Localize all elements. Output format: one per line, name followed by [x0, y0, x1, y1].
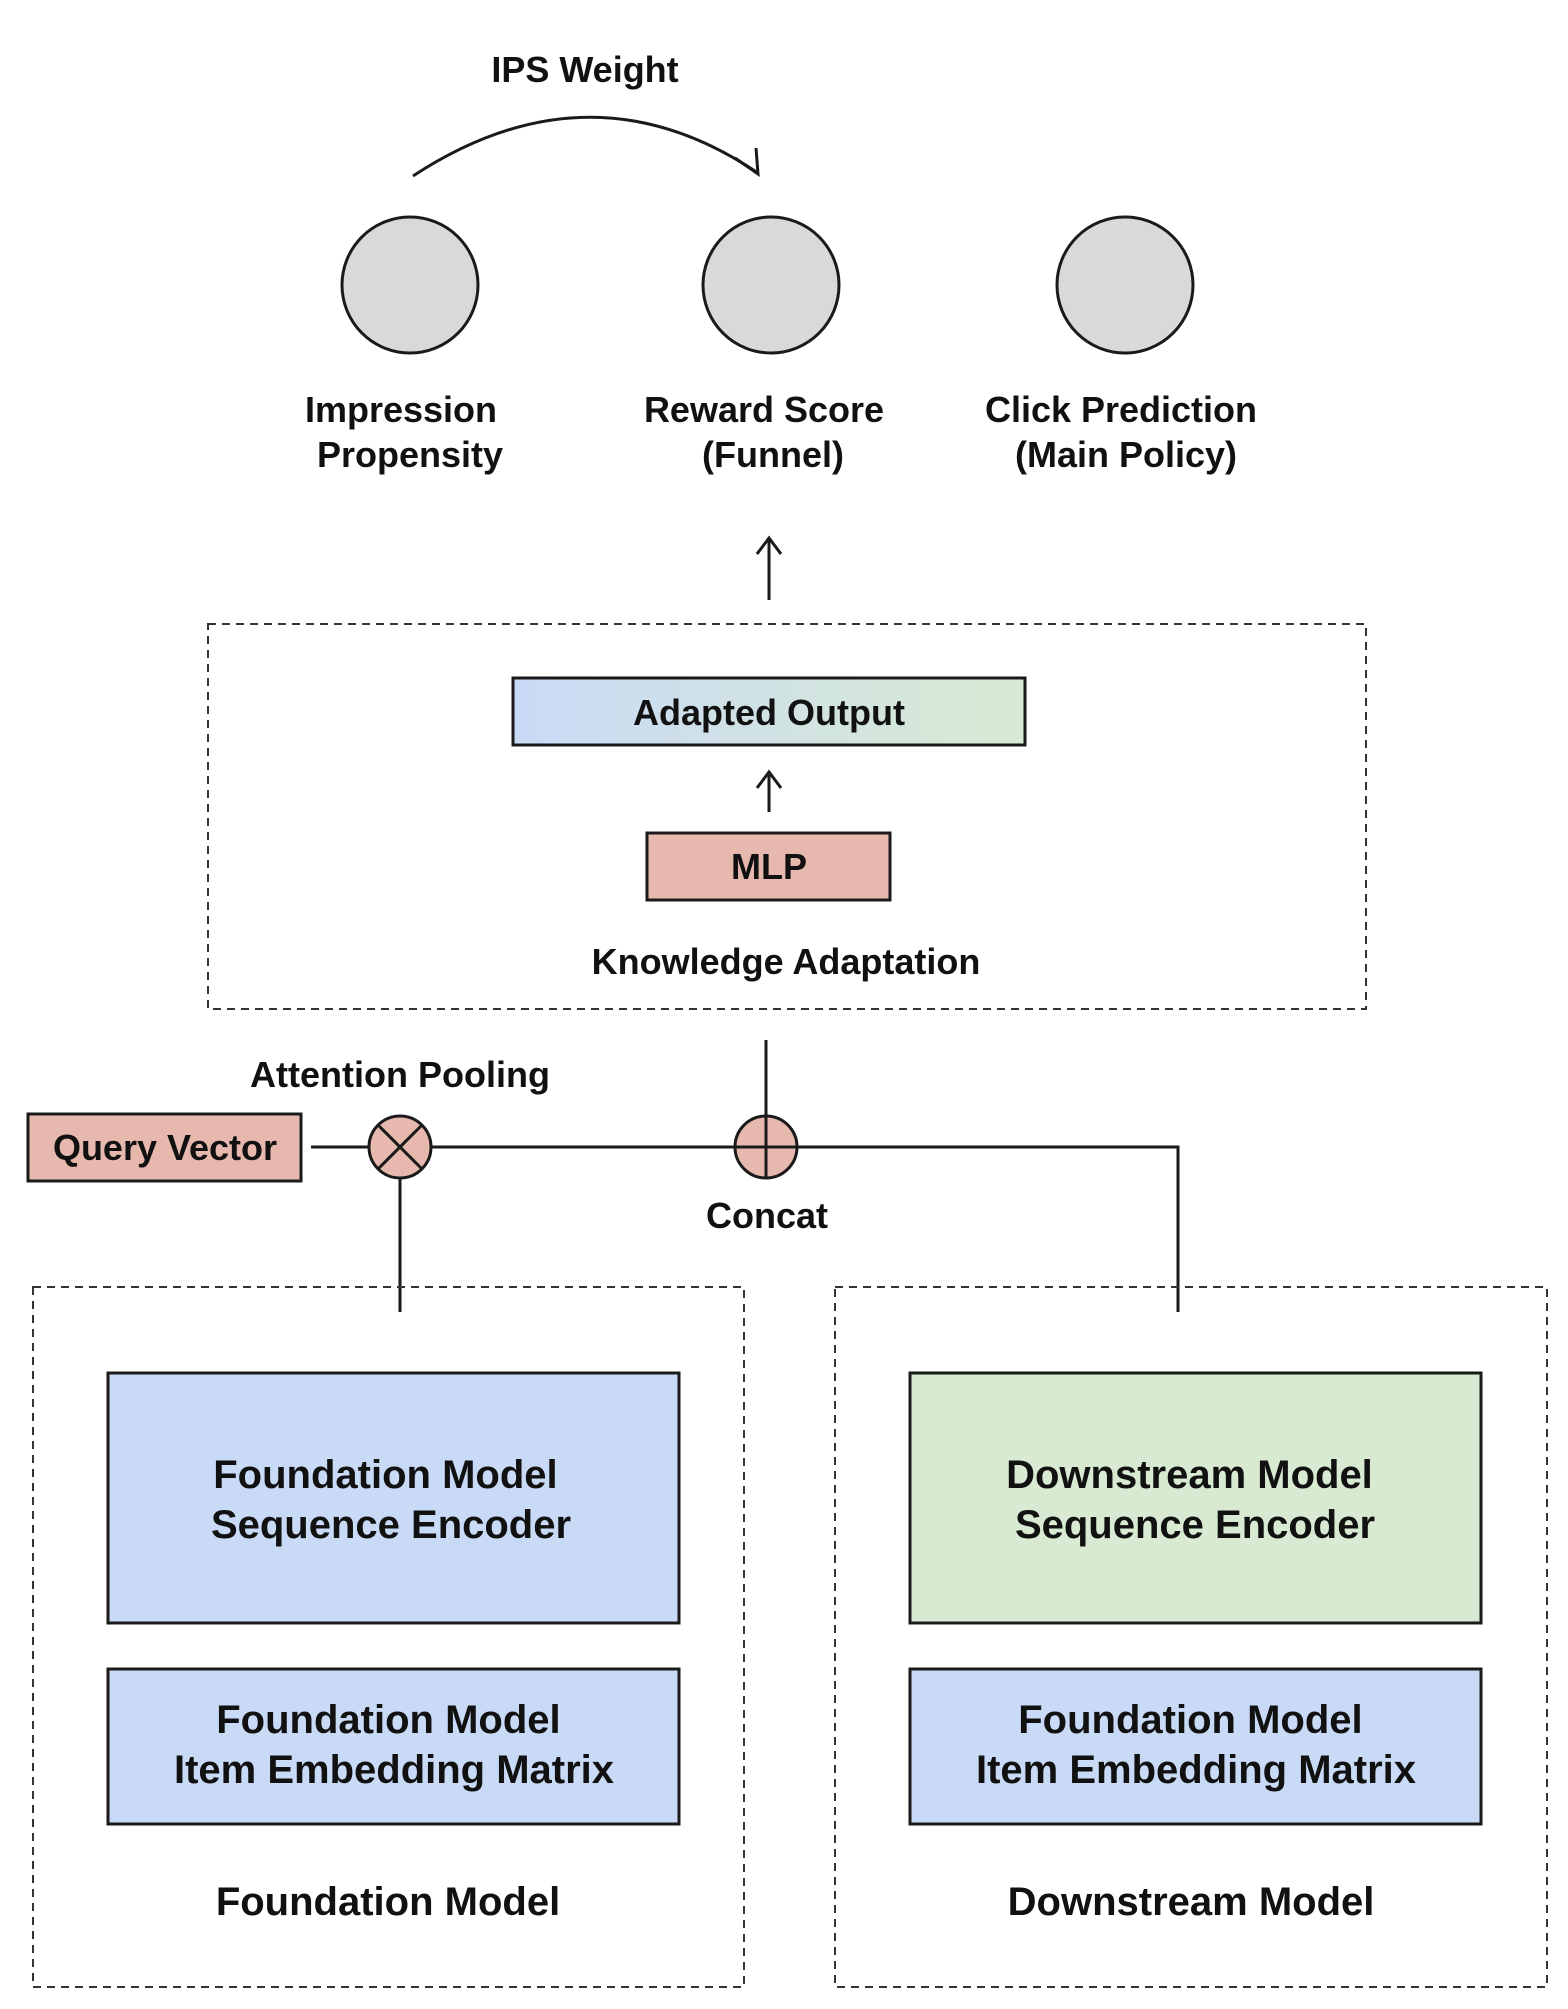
- foundation-sequence-encoder-box: [106, 1371, 681, 1625]
- foundation-item-embedding-box: [106, 1667, 681, 1826]
- foundation-item-embedding-label: Foundation Model Item Embedding Matrix: [174, 1698, 614, 1792]
- downstream-sequence-encoder-label: Downstream Model Sequence Encoder: [1006, 1453, 1384, 1547]
- downstream-to-concat-line: [797, 1145, 1180, 1312]
- ips-weight-arrowhead: [734, 147, 760, 178]
- adapted-output-box: [511, 676, 1027, 747]
- adaptation-to-heads-arrowhead: [755, 535, 783, 555]
- reward-score-node: [701, 215, 841, 355]
- attention-pooling-multiply-icon: [367, 1114, 433, 1180]
- downstream-item-embedding-box: [908, 1667, 1483, 1826]
- downstream-model-label: Downstream Model: [1008, 1880, 1375, 1924]
- click-prediction-node: [1055, 215, 1195, 355]
- mlp-box: [645, 831, 892, 902]
- concat-plus-icon: [733, 1114, 799, 1180]
- ips-weight-label: IPS Weight: [491, 49, 678, 90]
- foundation-model-group: [32, 1286, 745, 1988]
- mlp-to-output-arrowhead: [755, 769, 783, 789]
- mlp-label: MLP: [731, 846, 807, 887]
- downstream-model-group: [834, 1286, 1548, 1988]
- knowledge-adaptation-group: [207, 623, 1367, 1010]
- knowledge-adaptation-label: Knowledge Adaptation: [592, 941, 981, 982]
- downstream-sequence-encoder-box: [908, 1371, 1483, 1625]
- attention-pooling-label: Attention Pooling: [250, 1054, 550, 1095]
- foundation-model-label: Foundation Model: [216, 1880, 560, 1924]
- foundation-sequence-encoder-label: Foundation Model Sequence Encoder: [211, 1453, 571, 1547]
- adapted-output-label: Adapted Output: [633, 692, 905, 733]
- reward-score-label: Reward Score (Funnel): [644, 389, 894, 475]
- query-vector-label: Query Vector: [53, 1127, 277, 1168]
- concat-label: Concat: [706, 1195, 828, 1236]
- click-prediction-label: Click Prediction (Main Policy): [985, 389, 1267, 475]
- query-vector-box: [26, 1112, 303, 1183]
- impression-propensity-label: Impression Propensity: [305, 389, 507, 475]
- ips-weight-arrow: [412, 115, 759, 178]
- impression-propensity-node: [340, 215, 480, 355]
- downstream-item-embedding-label: Foundation Model Item Embedding Matrix: [976, 1698, 1416, 1792]
